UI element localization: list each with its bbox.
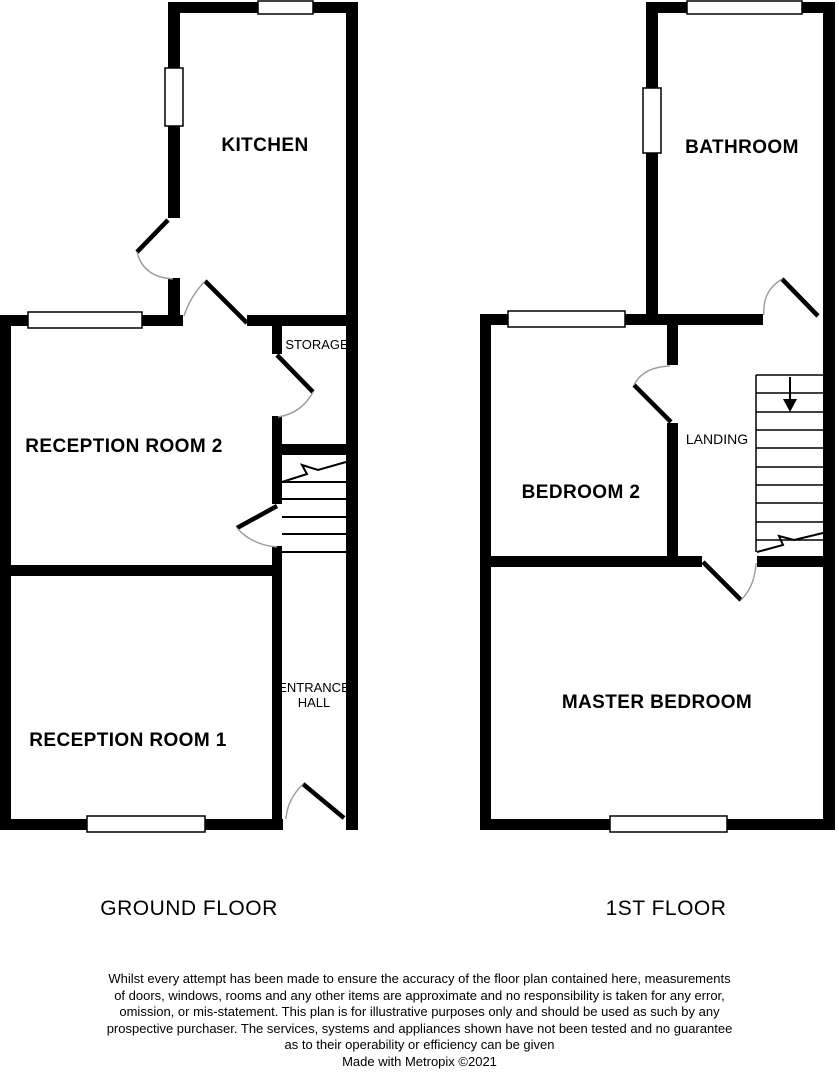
floor-label-ground: GROUND FLOOR	[100, 897, 278, 920]
wall	[272, 416, 282, 444]
first-floor-stairs	[755, 374, 824, 553]
door-leaf	[632, 383, 673, 424]
wall	[491, 556, 702, 567]
window	[507, 310, 626, 328]
wall	[480, 314, 491, 830]
ground-floor-stairs	[281, 461, 347, 553]
room-label-master-bedroom: MASTER BEDROOM	[562, 692, 752, 713]
wall	[646, 2, 658, 318]
door-swing-arc	[136, 251, 174, 280]
window	[257, 0, 314, 15]
first-floor-plan: BATHROOM LANDING BEDROOM 2 MASTER BEDROO…	[480, 0, 835, 920]
wall	[346, 2, 358, 830]
wall	[667, 423, 678, 567]
ground-floor-windows	[27, 0, 314, 833]
window	[686, 0, 803, 15]
window	[86, 815, 206, 833]
door-swing-arc	[740, 562, 757, 601]
wall	[0, 315, 11, 830]
wall	[247, 315, 346, 326]
window	[164, 67, 184, 127]
disclaimer-line: as to their operability or efficiency ca…	[284, 1037, 555, 1052]
door-leaf	[301, 782, 346, 820]
stair-break-line	[281, 461, 347, 483]
door-swing-arc	[633, 365, 671, 386]
room-label-landing: LANDING	[686, 431, 748, 447]
disclaimer-text: Whilst every attempt has been made to en…	[0, 971, 839, 1070]
door-leaf	[701, 560, 743, 602]
door-swing-arc	[183, 280, 206, 317]
made-with-credit: Made with Metropix ©2021	[342, 1053, 497, 1069]
stair-treads	[282, 481, 346, 553]
door-swing-arc	[236, 527, 278, 548]
door-leaf	[275, 353, 315, 394]
window	[642, 87, 662, 154]
room-label-entrance-hall-line2: HALL	[298, 695, 331, 710]
disclaimer-line: omission, or mis-statement. This plan is…	[119, 1004, 720, 1019]
room-label-reception-1: RECEPTION ROOM 1	[29, 730, 227, 751]
window	[609, 815, 728, 833]
window	[27, 311, 143, 329]
room-label-reception-2: RECEPTION ROOM 2	[25, 436, 222, 457]
door-leaf	[780, 277, 820, 318]
wall	[823, 2, 835, 830]
stair-break-line	[756, 532, 824, 553]
door-leaf	[235, 504, 279, 530]
room-label-storage: STORAGE	[285, 337, 349, 352]
wall	[272, 455, 282, 504]
door-swing-arc	[277, 391, 314, 418]
wall	[168, 278, 180, 326]
wall	[11, 565, 272, 576]
ground-floor-plan: KITCHEN STORAGE RECEPTION ROOM 2 ENTRANC…	[0, 0, 358, 920]
wall	[667, 325, 678, 365]
room-label-kitchen: KITCHEN	[221, 135, 308, 156]
door-swing-arc	[285, 783, 304, 820]
room-label-entrance-hall-line1: ENTRANCE	[278, 680, 350, 695]
door-leaf	[203, 279, 249, 325]
floor-label-first: 1ST FLOOR	[606, 897, 727, 920]
first-floor-doors	[632, 277, 820, 602]
wall	[757, 556, 823, 567]
wall	[272, 546, 282, 819]
first-floor-windows	[507, 0, 803, 833]
disclaimer-line: of doors, windows, rooms and any other i…	[114, 987, 725, 1003]
door-leaf	[135, 218, 170, 254]
stairs-down-arrow-icon	[783, 377, 797, 412]
disclaimer-line: prospective purchaser. The services, sys…	[106, 1020, 733, 1036]
door-swing-arc	[763, 278, 783, 316]
wall	[646, 314, 763, 325]
room-label-bathroom: BATHROOM	[685, 137, 799, 158]
room-label-bedroom-2: BEDROOM 2	[522, 482, 641, 503]
wall	[272, 326, 282, 354]
wall	[272, 444, 346, 455]
ground-floor-doors	[135, 218, 346, 820]
disclaimer-line: Whilst every attempt has been made to en…	[108, 971, 731, 986]
